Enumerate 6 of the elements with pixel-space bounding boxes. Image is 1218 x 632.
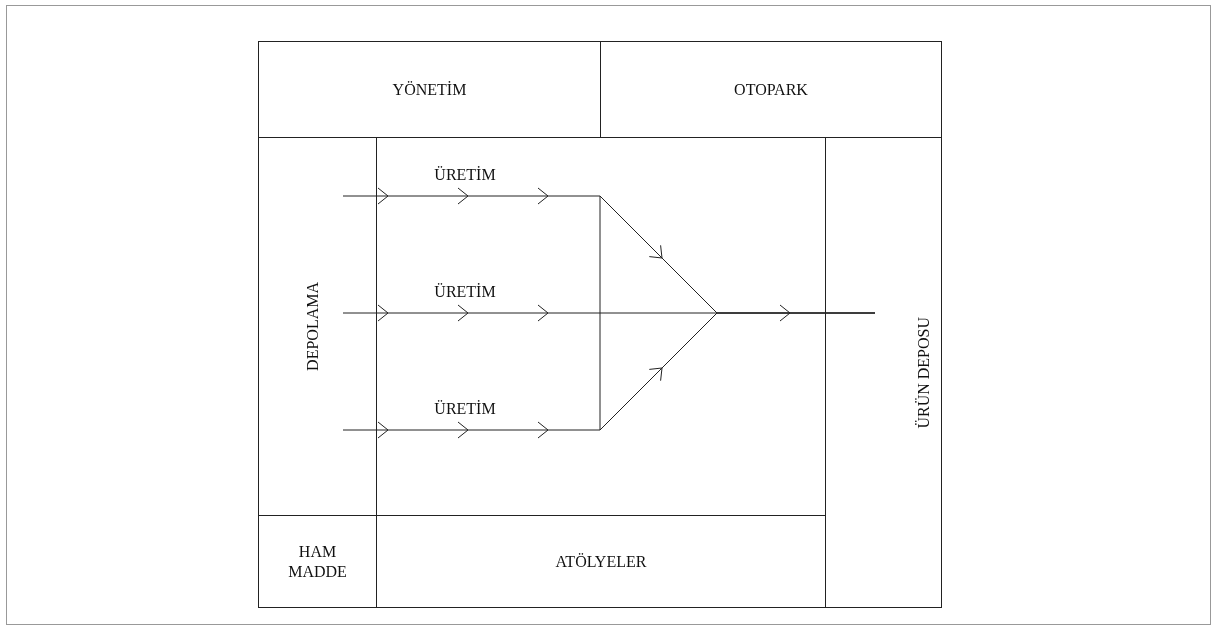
room — [600, 41, 942, 138]
room — [258, 137, 377, 516]
room — [258, 41, 601, 138]
room — [258, 515, 377, 608]
room — [376, 515, 826, 608]
room — [825, 137, 942, 608]
